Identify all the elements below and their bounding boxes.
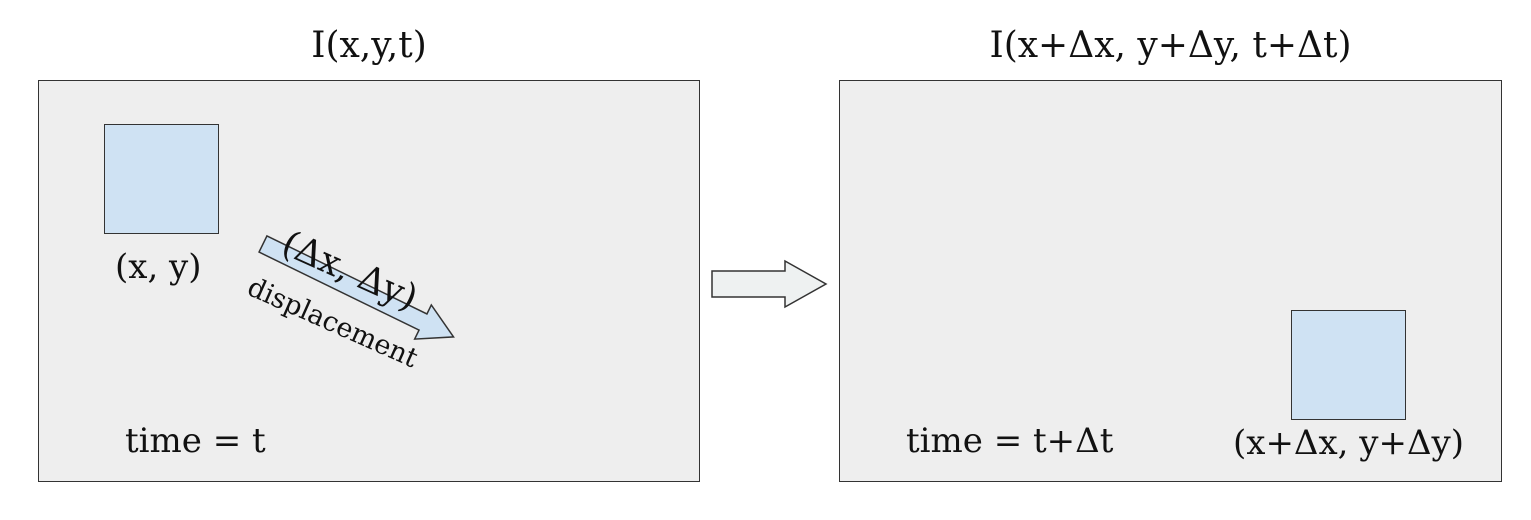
left-frame: (x, y) time = t <box>38 80 700 482</box>
right-frame: (x+Δx, y+Δy) time = t+Δt <box>839 80 1502 482</box>
right-square-label: (x+Δx, y+Δy) <box>1233 423 1464 463</box>
right-square <box>1291 310 1406 420</box>
left-square <box>104 124 219 234</box>
right-time-label: time = t+Δt <box>906 421 1114 461</box>
transition-arrow-icon <box>711 259 828 309</box>
left-square-label: (x, y) <box>115 247 202 287</box>
left-time-label: time = t <box>125 421 266 461</box>
left-frame-title: I(x,y,t) <box>311 25 427 66</box>
right-frame-title: I(x+Δx, y+Δy, t+Δt) <box>989 25 1352 66</box>
